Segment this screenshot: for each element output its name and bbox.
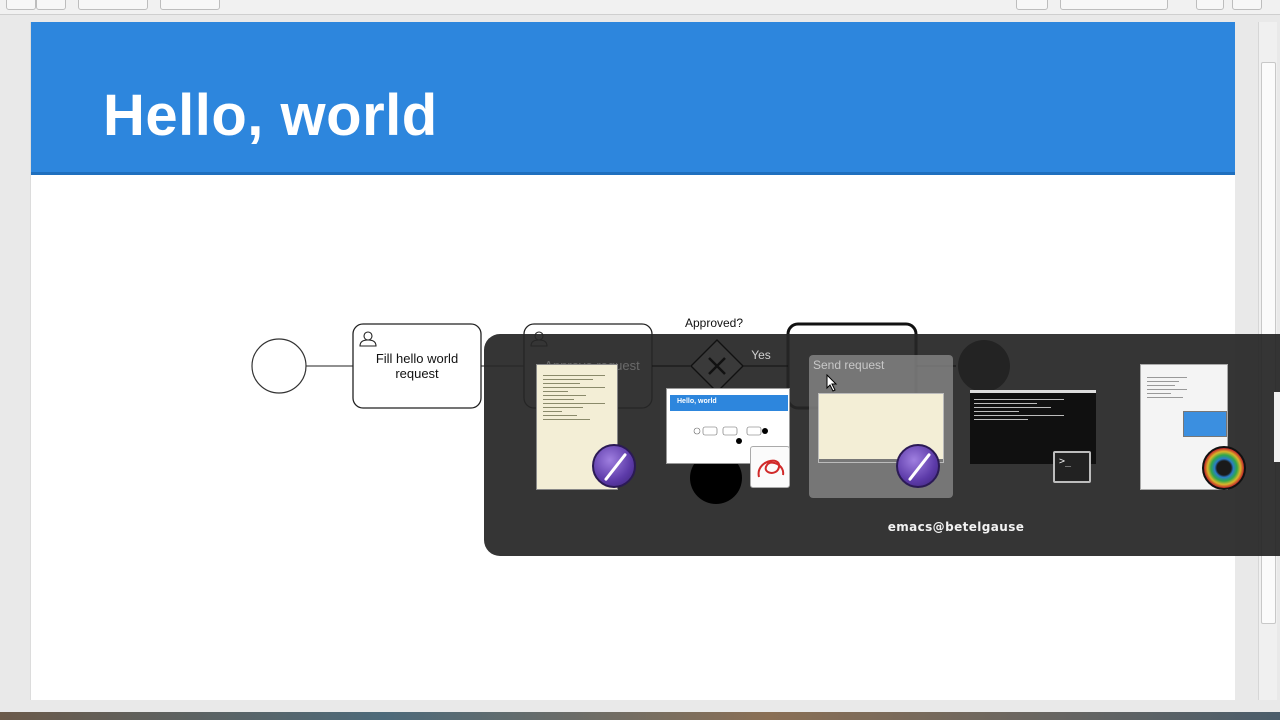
task-switcher: Approve request Yes Hello, world <box>484 334 1280 556</box>
search-field[interactable] <box>1060 0 1168 10</box>
terminal-icon: >_ <box>1053 451 1091 483</box>
end-event-rejected[interactable] <box>690 452 742 504</box>
terminal-lines <box>974 399 1064 423</box>
flow-yes-label: Yes <box>751 348 771 362</box>
toolbar-field[interactable] <box>78 0 148 10</box>
window-thumbnail-terminal[interactable] <box>970 390 1096 464</box>
menu-button[interactable] <box>1196 0 1224 10</box>
send-request-ghost-label: Send request <box>813 358 885 372</box>
pdf-swirl-icon <box>757 459 785 478</box>
active-app-name: emacs@betelgause <box>887 520 1025 534</box>
slide-header: Hello, world <box>31 22 1235 175</box>
emacs-icon <box>592 444 636 488</box>
thumb-diagram <box>693 426 768 444</box>
browser-toolbar <box>0 0 1280 15</box>
code-lines <box>543 375 605 423</box>
desktop-panel-strip <box>0 712 1280 720</box>
slide-title: Hello, world <box>103 83 438 148</box>
task-fill-request[interactable] <box>352 323 482 409</box>
pdf-viewer-icon <box>750 446 790 488</box>
settings-lines <box>1147 377 1187 401</box>
emacs-preview-modeline <box>819 459 943 462</box>
overlay-diagram-shapes <box>652 339 956 504</box>
zoom-button[interactable] <box>1016 0 1048 10</box>
emacs-icon <box>896 444 940 488</box>
back-button[interactable] <box>6 0 36 10</box>
forward-button[interactable] <box>36 0 66 10</box>
start-event[interactable] <box>251 338 307 394</box>
task-fill-label: Fill hello world request <box>375 351 459 381</box>
close-button[interactable] <box>1232 0 1262 10</box>
slide-page: Hello, world <box>30 22 1235 700</box>
nav-button[interactable] <box>160 0 220 10</box>
thumb-title: Hello, world <box>677 398 717 405</box>
settings-blue-panel <box>1183 411 1227 437</box>
offscreen-window-edge[interactable] <box>1274 392 1280 462</box>
mouse-cursor-icon <box>826 374 838 392</box>
gateway-label: Approved? <box>684 316 744 330</box>
gateway-x-icon <box>708 357 726 375</box>
thumb-header <box>670 395 788 411</box>
window-thumbnail-settings[interactable] <box>1140 364 1228 490</box>
user-icon <box>359 331 377 347</box>
camera-icon <box>1202 446 1246 490</box>
